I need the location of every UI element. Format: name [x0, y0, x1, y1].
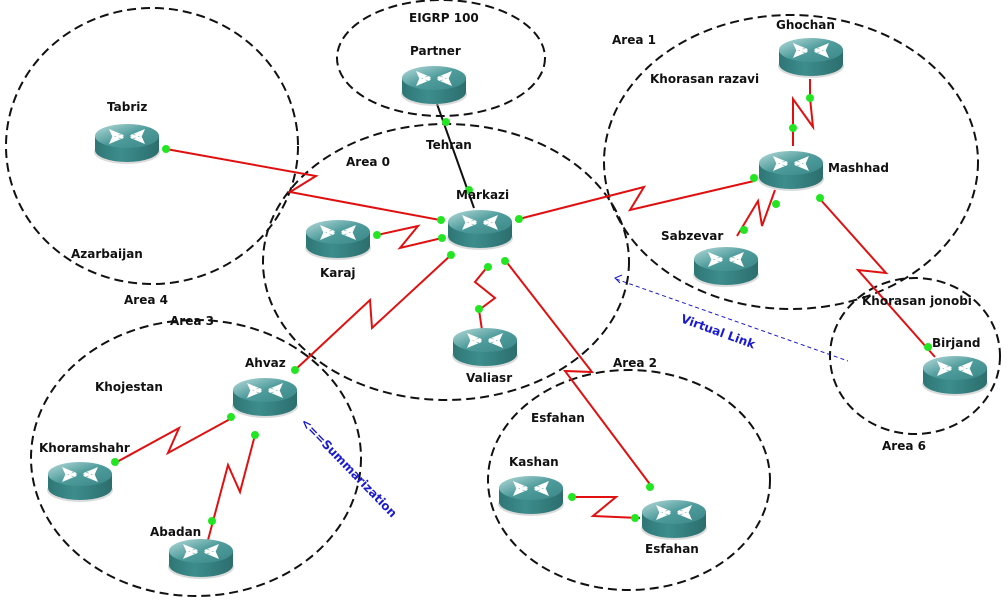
area-4-region: Azarbaijan — [71, 247, 143, 261]
port-indicator — [111, 458, 119, 466]
port-indicator — [373, 231, 381, 239]
link-kashan-esfahan[interactable] — [572, 496, 641, 519]
router-esfahan[interactable] — [641, 500, 707, 540]
port-indicator — [568, 493, 576, 501]
area-labels: Area 0 Area 1 Khorasan razavi Area 2 Esf… — [71, 11, 972, 453]
area-1-region: Khorasan razavi — [650, 72, 759, 86]
links — [114, 79, 936, 541]
port-indicator — [208, 517, 216, 525]
router-label-valiasr: Valiasr — [466, 371, 512, 385]
port-indicator — [806, 94, 814, 102]
router-label-ghochan: Ghochan — [776, 18, 835, 32]
port-indicator — [631, 514, 639, 522]
area-1-label: Area 1 — [612, 33, 656, 47]
ports — [111, 94, 932, 525]
link-tabriz-markazi[interactable] — [165, 148, 441, 221]
router-kashan[interactable] — [498, 476, 564, 516]
link-mashhad-markazi[interactable] — [514, 180, 755, 221]
router-label-esfahan: Esfahan — [645, 542, 699, 556]
virtual-link-arrowhead — [614, 274, 623, 284]
port-indicator — [646, 483, 654, 491]
router-label-karaj: Karaj — [320, 266, 356, 280]
router-label-mashhad: Mashhad — [828, 161, 889, 175]
link-ghochan-mashhad[interactable] — [792, 79, 815, 146]
port-indicator — [475, 305, 483, 313]
router-partner[interactable] — [401, 66, 467, 106]
summarization-label: <==Summarization — [298, 415, 400, 520]
eigrp-label: EIGRP 100 — [409, 11, 479, 25]
router-label-abadan: Abadan — [150, 525, 201, 539]
area-3-boundary — [30, 319, 362, 597]
link-sabzevar-mashhad[interactable] — [736, 189, 776, 237]
port-indicator — [447, 251, 455, 259]
area-4-label: Area 4 — [124, 293, 168, 307]
virtual-link: Virtual Link — [614, 274, 849, 362]
port-indicator — [501, 257, 509, 265]
link-khoramshahr-ahvaz[interactable] — [114, 417, 233, 464]
router-label-khoramshahr: Khoramshahr — [39, 441, 130, 455]
router-tabriz[interactable] — [94, 124, 160, 164]
link-karaj-markazi[interactable] — [376, 224, 443, 250]
router-ahvaz[interactable] — [232, 378, 298, 418]
area-2-boundary — [487, 369, 771, 591]
area-6-region: Khorasan jonobi — [862, 294, 972, 308]
router-label-tabriz: Tabriz — [107, 100, 147, 114]
link-birjand-mashhad[interactable] — [818, 197, 936, 358]
port-indicator — [789, 124, 797, 132]
area-1-boundary — [603, 14, 979, 310]
area-6-label: Area 6 — [882, 439, 926, 453]
virtual-link-line — [615, 278, 849, 362]
area-0-label: Area 0 — [346, 155, 390, 169]
port-indicator — [227, 413, 235, 421]
port-indicator — [251, 431, 259, 439]
area-2-label: Area 2 — [613, 356, 657, 370]
area-4-boundary — [5, 7, 299, 285]
router-markazi[interactable] — [447, 210, 513, 250]
router-label-partner: Partner — [410, 44, 461, 58]
router-ghochan[interactable] — [778, 38, 844, 78]
virtual-link-label: Virtual Link — [679, 312, 758, 352]
router-valiasr[interactable] — [452, 328, 518, 368]
router-label-birjand: Birjand — [932, 336, 981, 350]
router-karaj[interactable] — [305, 220, 371, 260]
area-2-region: Esfahan — [531, 411, 585, 425]
port-indicator — [291, 366, 299, 374]
area-6-boundary — [829, 277, 1001, 435]
link-esfahan-markazi[interactable] — [504, 259, 653, 488]
port-indicator — [484, 263, 492, 271]
port-indicator — [772, 200, 780, 208]
port-indicator — [740, 226, 748, 234]
router-mashhad[interactable] — [758, 151, 824, 191]
area-3-region: Khojestan — [95, 380, 163, 394]
area-0-boundary — [262, 123, 630, 401]
link-abadan-ahvaz[interactable] — [207, 434, 256, 541]
port-indicator — [816, 194, 824, 202]
link-ahvaz-markazi[interactable] — [294, 254, 452, 371]
port-indicator — [924, 343, 932, 351]
port-indicator — [465, 186, 473, 194]
port-indicator — [437, 216, 445, 224]
port-indicator — [750, 174, 758, 182]
port-indicator — [515, 215, 523, 223]
router-labels: Partner Tehran Markazi Karaj Valiasr Tab… — [39, 18, 981, 556]
router-label-markazi: Markazi — [456, 188, 509, 202]
routers — [47, 38, 988, 579]
link-valiasr-markazi[interactable] — [473, 265, 497, 331]
port-indicator — [442, 118, 450, 126]
tehran-label: Tehran — [426, 138, 472, 152]
area-3-label: Area 3 — [170, 314, 214, 328]
router-label-ahvaz: Ahvaz — [245, 356, 286, 370]
router-label-kashan: Kashan — [509, 455, 559, 469]
router-birjand[interactable] — [922, 356, 988, 396]
router-sabzevar[interactable] — [693, 247, 759, 287]
router-khoramshahr[interactable] — [47, 462, 113, 502]
router-label-sabzevar: Sabzevar — [661, 229, 723, 243]
router-abadan[interactable] — [168, 539, 234, 579]
port-indicator — [162, 145, 170, 153]
port-indicator — [438, 234, 446, 242]
